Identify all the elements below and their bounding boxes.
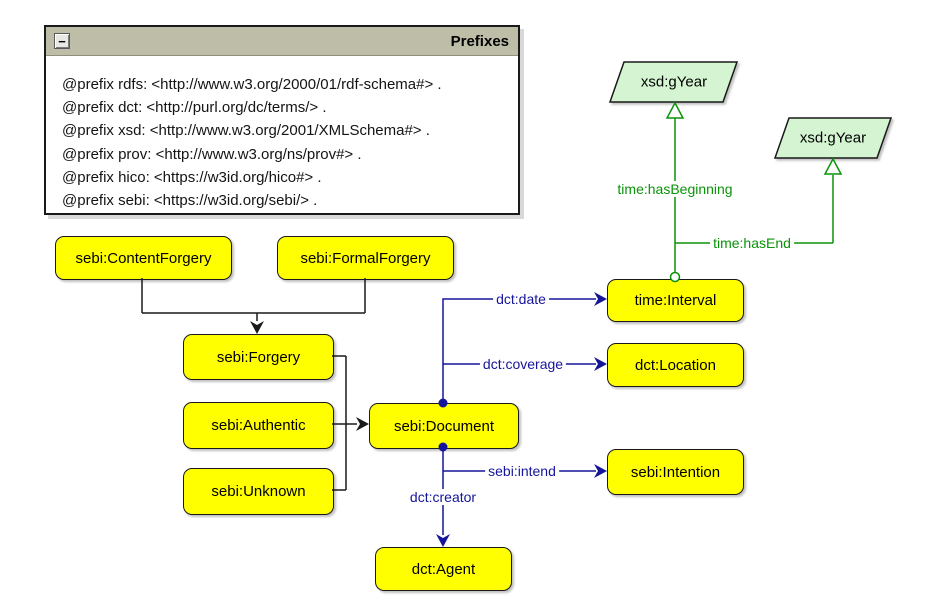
prefix-line-sebi: @prefix sebi: <https://w3id.org/sebi/> . xyxy=(62,192,318,210)
datatype-gyear-beginning-label: xsd:gYear xyxy=(640,73,708,91)
prefixes-window: − Prefixes @prefix rdfs: <http://www.w3.… xyxy=(44,25,520,215)
node-sebi-intention: sebi:Intention xyxy=(607,449,744,495)
edge-label-dct-date: dct:date xyxy=(493,291,549,307)
edge-document-subclass-lines xyxy=(332,355,357,491)
edge-forgery-subclass-lines xyxy=(141,278,366,321)
node-sebi-forgery: sebi:Forgery xyxy=(183,334,334,380)
edge-label-time-has-end: time:hasEnd xyxy=(710,235,794,251)
node-time-interval: time:Interval xyxy=(607,279,744,322)
prefix-line-prov: @prefix prov: <http://www.w3.org/ns/prov… xyxy=(62,145,362,163)
prefix-line-hico: @prefix hico: <https://w3id.org/hico#> . xyxy=(62,168,322,186)
prefix-line-xsd: @prefix xsd: <http://www.w3.org/2001/XML… xyxy=(62,122,430,140)
minimize-icon: − xyxy=(58,33,66,49)
arrowhead-to-time-interval xyxy=(594,292,607,306)
edge-label-time-has-beginning: time:hasBeginning xyxy=(614,181,736,197)
arrowhead-to-gyear-end xyxy=(823,157,843,175)
prefixes-window-body: @prefix rdfs: <http://www.w3.org/2000/01… xyxy=(46,56,518,212)
node-sebi-authentic: sebi:Authentic xyxy=(183,402,334,449)
node-sebi-content-forgery: sebi:ContentForgery xyxy=(55,236,232,280)
arrowhead-to-intention xyxy=(594,464,607,478)
prefixes-window-title: Prefixes xyxy=(450,32,509,50)
arrowhead-to-forgery xyxy=(250,321,264,334)
edge-date-coverage-lines xyxy=(442,298,596,403)
node-dct-agent: dct:Agent xyxy=(375,547,512,591)
arrowhead-to-gyear-beginning xyxy=(665,101,685,119)
edge-label-dct-coverage: dct:coverage xyxy=(479,356,567,372)
prefix-line-dct: @prefix dct: <http://purl.org/dc/terms/>… xyxy=(62,99,327,117)
edge-label-sebi-intend: sebi:intend xyxy=(485,463,559,479)
prefix-line-rdfs: @prefix rdfs: <http://www.w3.org/2000/01… xyxy=(62,76,442,93)
arrowhead-to-document xyxy=(356,417,369,431)
arrowhead-to-location xyxy=(594,357,607,371)
node-sebi-unknown: sebi:Unknown xyxy=(183,468,334,515)
minimize-button[interactable]: − xyxy=(54,33,70,49)
datatype-gyear-end-label: xsd:gYear xyxy=(799,129,867,147)
node-sebi-document: sebi:Document xyxy=(369,403,519,449)
edge-label-dct-creator: dct:creator xyxy=(406,489,480,505)
node-sebi-formal-forgery: sebi:FormalForgery xyxy=(277,236,454,280)
prefixes-window-titlebar: − Prefixes xyxy=(46,27,518,56)
arrowhead-to-agent xyxy=(436,534,450,547)
node-dct-location: dct:Location xyxy=(607,343,744,387)
